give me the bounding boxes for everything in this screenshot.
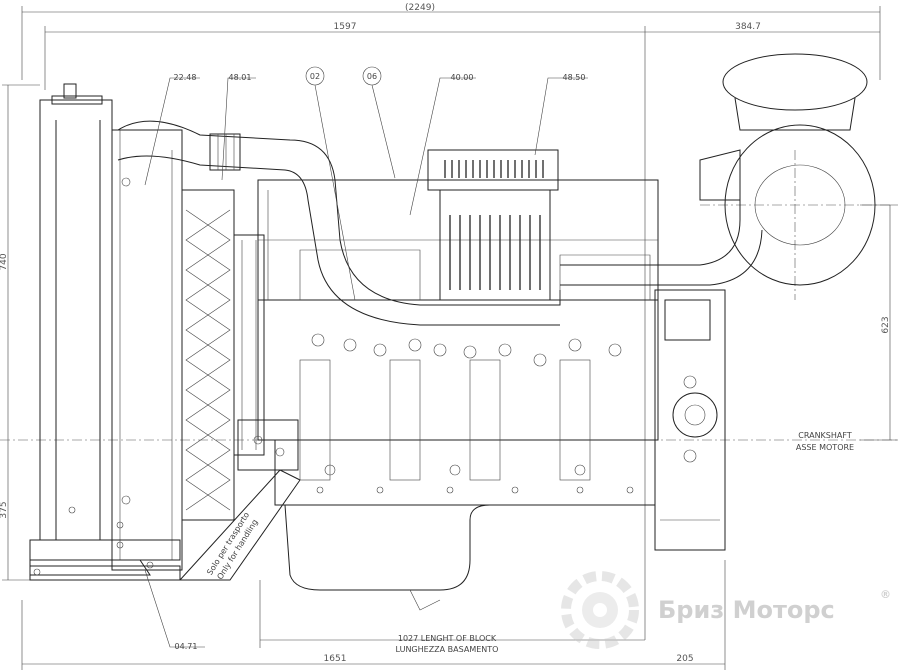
callout-40-00: 40.00	[451, 73, 474, 82]
heat-shield-box	[427, 149, 559, 301]
flywheel-housing	[654, 289, 726, 551]
callout-48-50: 48.50	[563, 73, 586, 82]
dim-205-label: 205	[676, 654, 693, 664]
dim-1597-label: 1597	[334, 22, 357, 32]
callout-02: 02	[310, 72, 320, 81]
callout-labels: 22.48 48.01 02 06 40.00 48.50 04.71	[174, 72, 586, 651]
engine-block	[257, 179, 659, 611]
dim-384-label: 384.7	[735, 22, 761, 32]
block-length-en-label: 1027 LENGHT OF BLOCK	[398, 634, 497, 643]
watermark-registered-mark: ®	[880, 588, 891, 601]
callout-22-48: 22.48	[174, 73, 197, 82]
watermark: Бриз Моторс ®	[561, 571, 891, 649]
lifting-bracket	[178, 419, 301, 581]
dimension-labels: (2249) 1597 384.7 623 740 375 1651 205 1…	[0, 3, 891, 664]
overall-length-label: (2249)	[405, 3, 435, 13]
air-filter	[560, 53, 876, 286]
watermark-gear-icon	[561, 571, 639, 649]
callout-leaders	[144, 66, 588, 648]
crankshaft-en-label: CRANKSHAFT	[798, 431, 852, 440]
callout-48-01: 48.01	[229, 73, 252, 82]
block-length-it-label: LUNGHEZZA BASAMENTO	[396, 645, 499, 654]
dim-375-label: 375	[0, 501, 9, 518]
callout-04-71: 04.71	[175, 642, 198, 651]
dim-623-label: 623	[881, 316, 891, 333]
dim-1651-label: 1651	[324, 654, 347, 664]
dim-740-label: 740	[0, 253, 9, 270]
callout-06: 06	[367, 72, 377, 81]
radiator	[29, 83, 265, 581]
crankshaft-it-label: ASSE MOTORE	[796, 443, 854, 452]
watermark-text: Бриз Моторс	[658, 596, 835, 624]
intake-pipe	[117, 120, 561, 326]
